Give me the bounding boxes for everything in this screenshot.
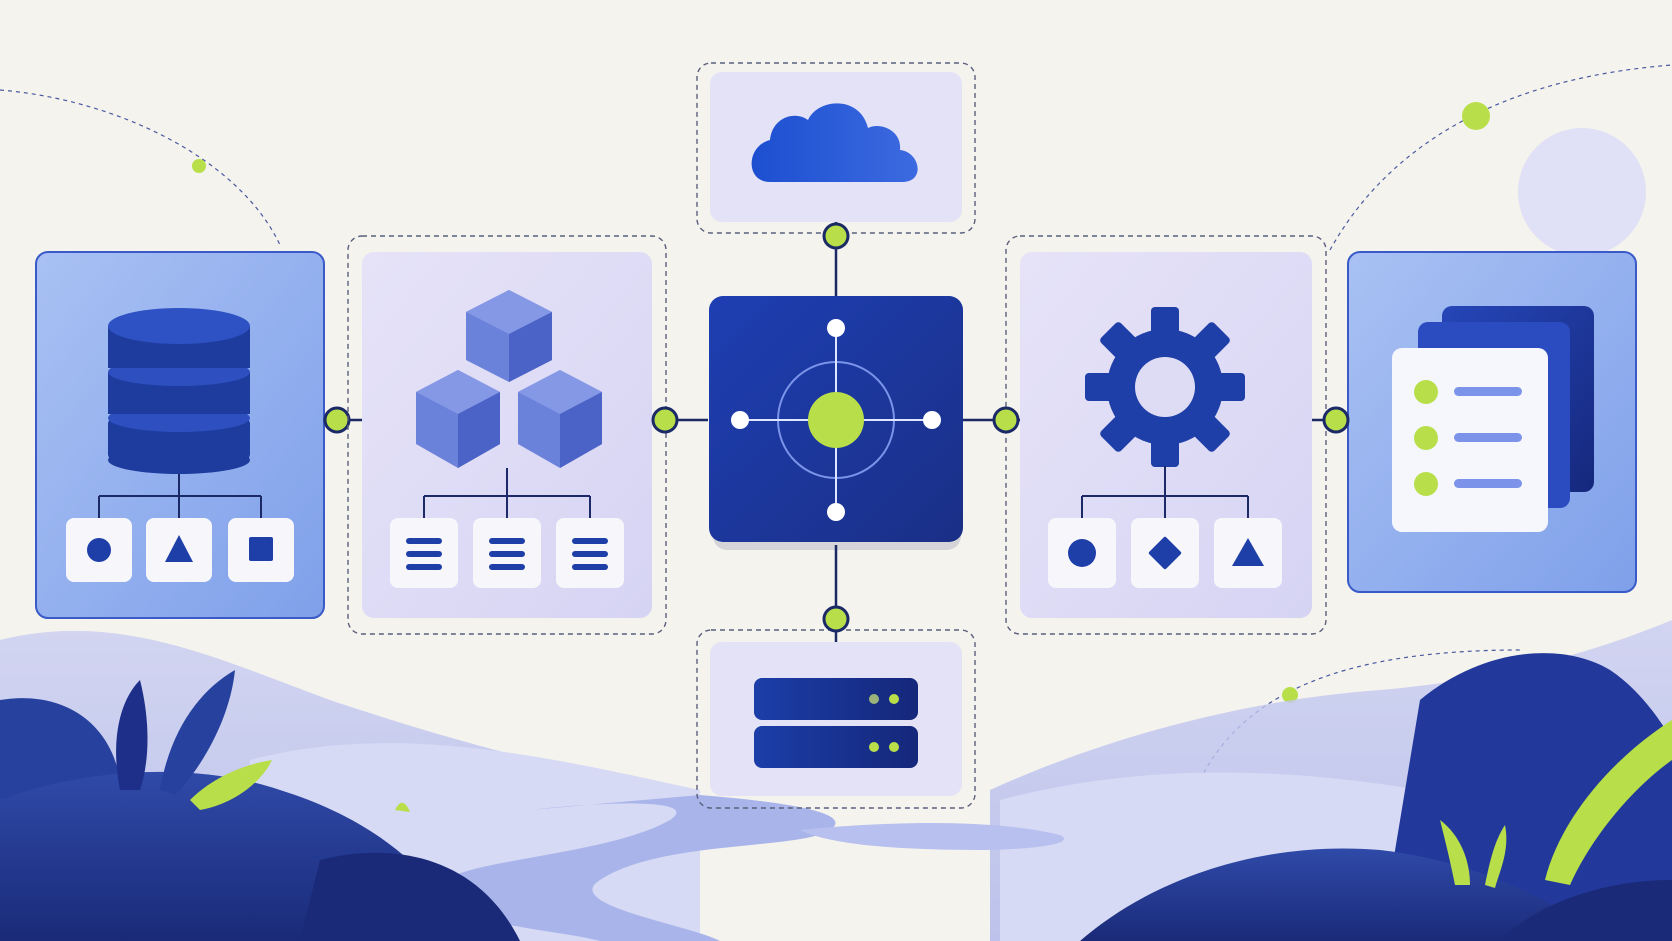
list-icon [489,538,525,570]
connector-node [992,406,1020,434]
cloud-card[interactable] [696,62,976,234]
triangle-icon [165,535,193,562]
square-icon [249,537,273,561]
list-icon [572,538,608,570]
database-icon [108,308,250,474]
circle-icon [1068,539,1096,567]
connector-node [822,605,850,633]
hub-card[interactable] [709,296,963,550]
cubes-icon [416,290,602,468]
output-documents-card[interactable] [1347,251,1637,593]
right-hills [1080,653,1672,941]
diamond-icon [1148,536,1182,570]
database-card[interactable] [35,251,325,619]
documents-checklist-icon [1392,306,1594,532]
modules-card[interactable] [347,235,667,635]
connector-node [651,406,679,434]
settings-card[interactable] [1005,235,1327,635]
connector-node [1322,406,1350,434]
hub-node-icon [731,319,941,521]
circle-icon [87,538,111,562]
connector-node [323,406,351,434]
gear-icon [1085,307,1245,467]
list-icon [406,538,442,570]
triangle-icon [1232,538,1264,566]
cloud-icon [751,103,918,182]
server-rack-icon [754,678,918,768]
connector-node [822,222,850,250]
left-hills [0,670,520,941]
server-card[interactable] [696,629,976,809]
